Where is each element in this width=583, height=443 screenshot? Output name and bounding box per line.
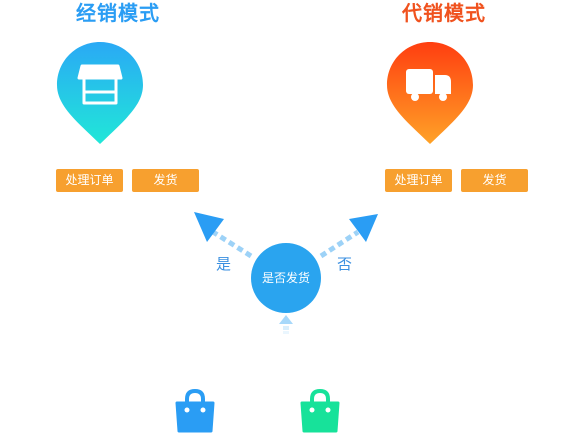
distribution-mode-title: 经销模式 — [76, 1, 160, 25]
arrow-to-distribution — [194, 212, 253, 259]
yes-label: 是 — [216, 255, 232, 273]
arrow-to-agency — [319, 214, 378, 259]
shopping-bag-icon — [175, 389, 215, 433]
agency-mode-title: 代销模式 — [402, 1, 486, 25]
ship-button-distribution[interactable]: 发货 — [132, 169, 199, 192]
no-label: 否 — [337, 255, 353, 273]
storefront-icon — [77, 64, 123, 105]
arrow-into-decision — [279, 315, 293, 334]
ship-decision-node: 是否发货 — [251, 243, 321, 313]
agency-pin — [387, 42, 473, 144]
distribution-pin — [57, 42, 143, 144]
truck-icon — [406, 69, 451, 101]
ship-button-agency[interactable]: 发货 — [461, 169, 528, 192]
process-order-button-agency[interactable]: 处理订单 — [385, 169, 452, 192]
process-order-button-distribution[interactable]: 处理订单 — [56, 169, 123, 192]
shopping-bag-icon — [300, 389, 340, 433]
